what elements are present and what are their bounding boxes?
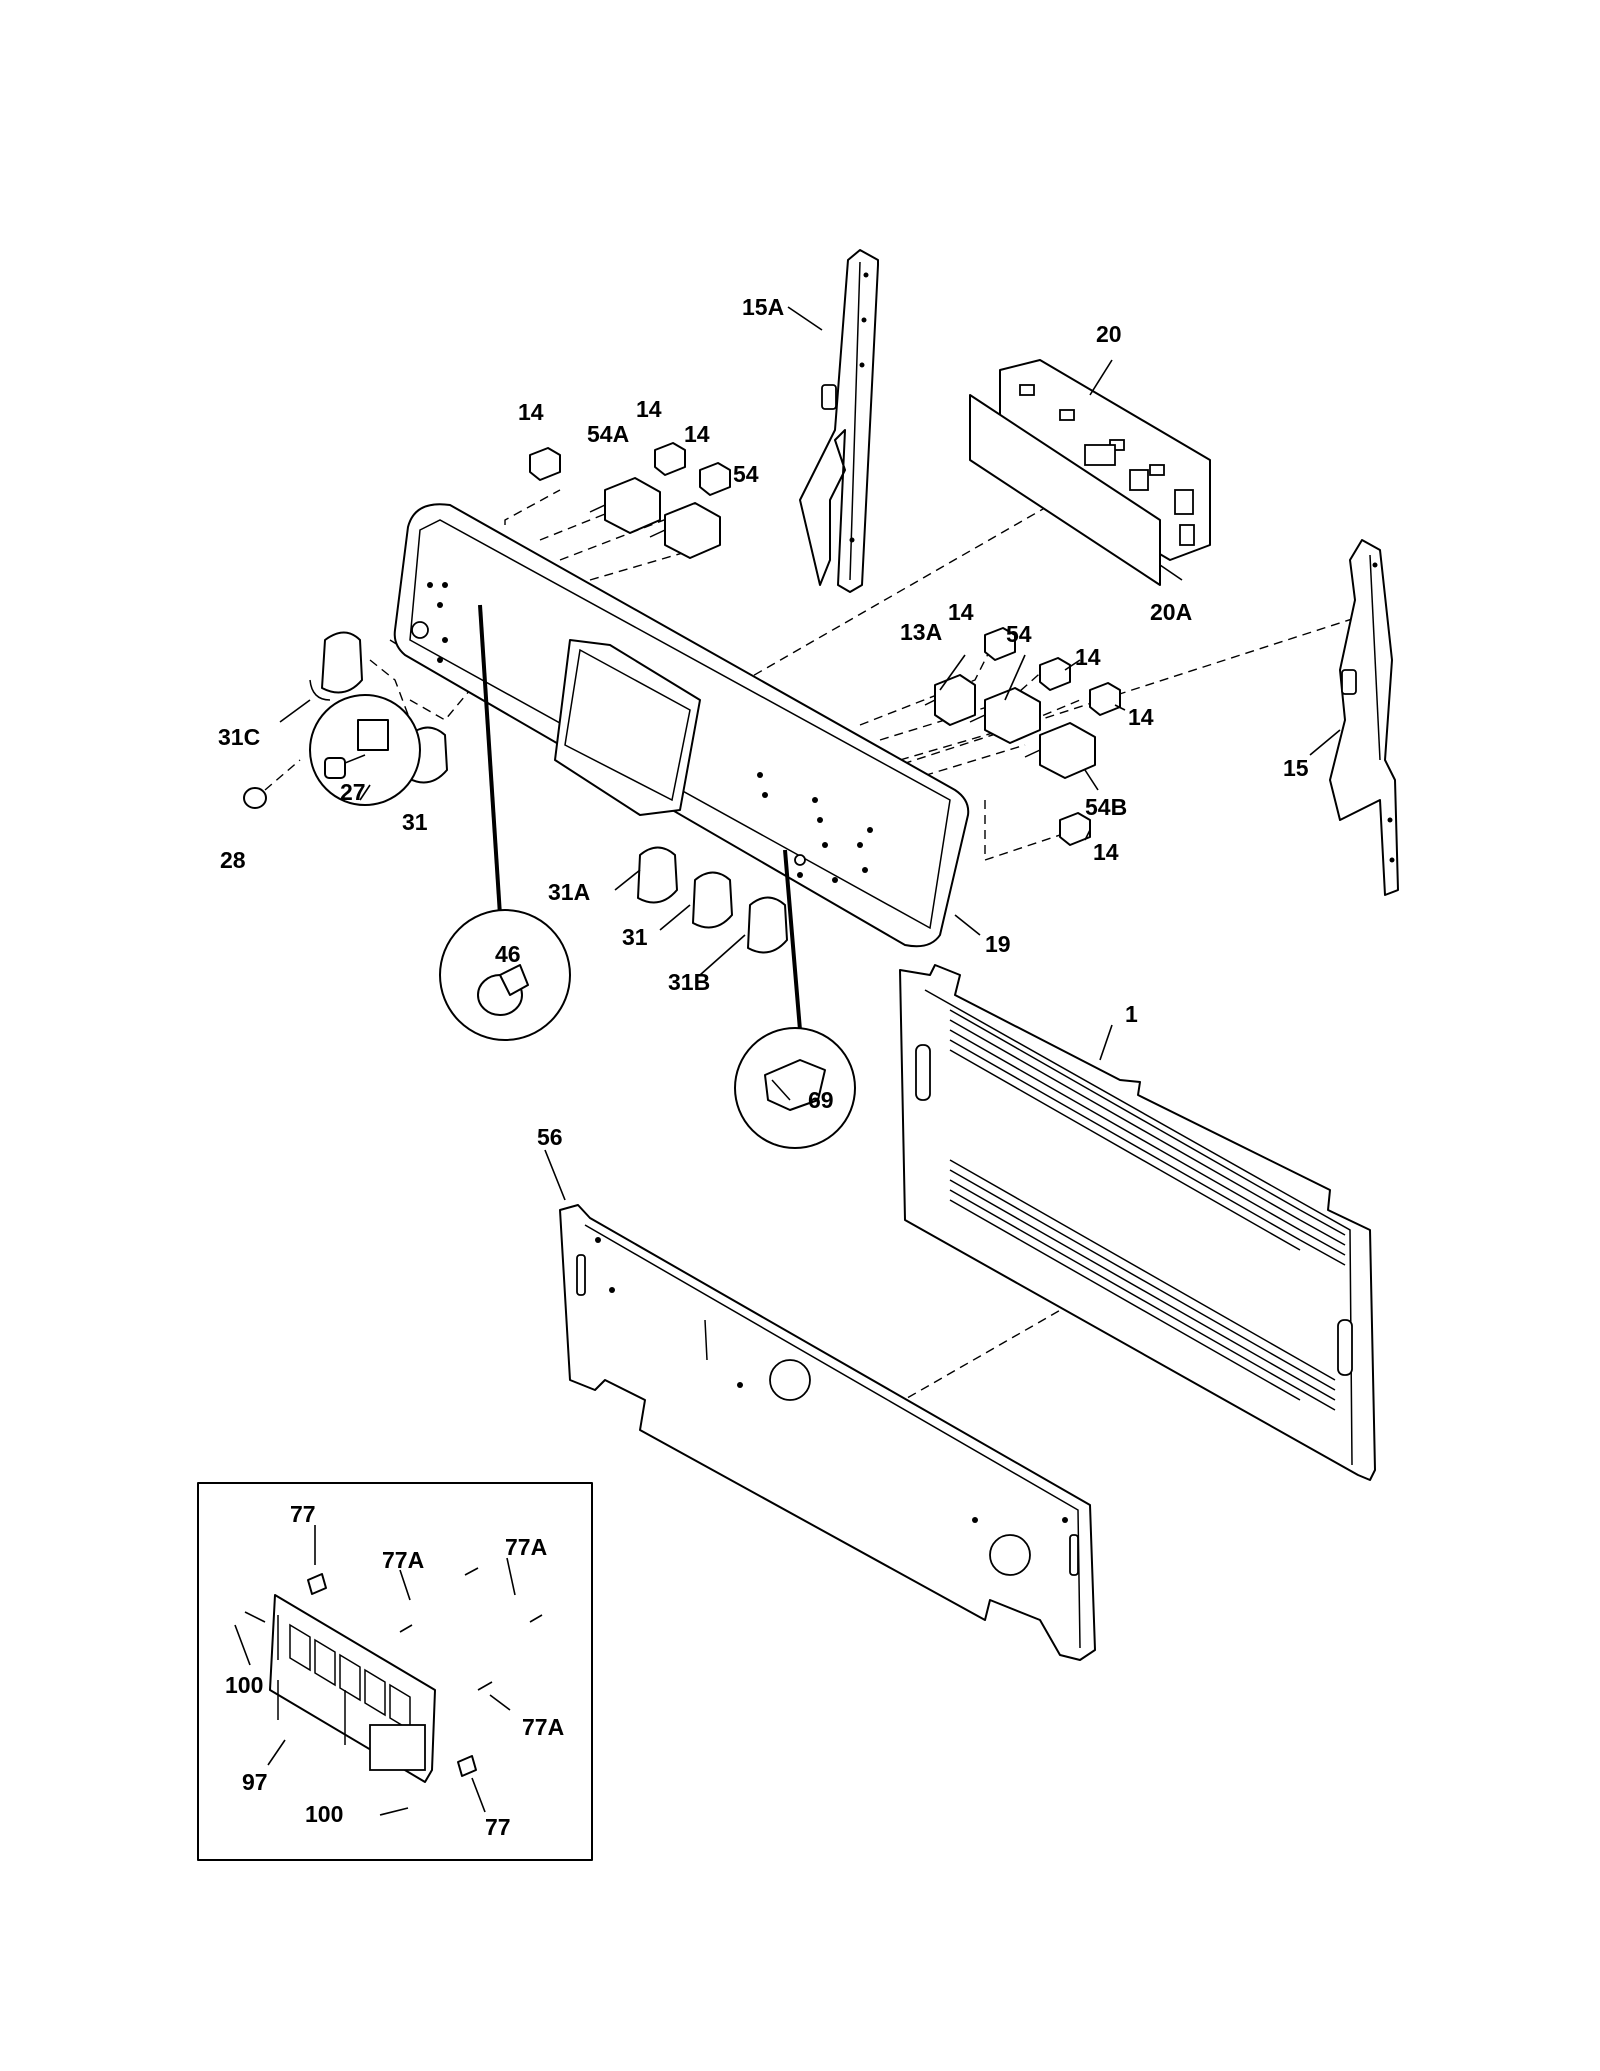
part-switches bbox=[529, 442, 1121, 846]
label-31C: 31C bbox=[218, 724, 260, 750]
label-77-a: 77 bbox=[290, 1501, 316, 1527]
label-14-f: 14 bbox=[1128, 704, 1154, 730]
label-19: 19 bbox=[985, 931, 1011, 957]
label-54A: 54A bbox=[587, 421, 629, 447]
label-54-b: 54 bbox=[1006, 621, 1032, 647]
label-20: 20 bbox=[1096, 321, 1122, 347]
label-14-a: 14 bbox=[518, 399, 544, 425]
label-14-e: 14 bbox=[1075, 644, 1101, 670]
label-56: 56 bbox=[537, 1124, 563, 1150]
leader-lines bbox=[234, 306, 1341, 1813]
label-14-c: 14 bbox=[684, 421, 710, 447]
label-69: 69 bbox=[808, 1087, 834, 1113]
label-77A-1: 77A bbox=[382, 1547, 424, 1573]
part-knobs bbox=[243, 631, 788, 954]
label-100-b: 100 bbox=[305, 1801, 343, 1827]
label-27: 27 bbox=[340, 779, 366, 805]
part-15-side-bracket bbox=[1329, 539, 1399, 896]
part-20-electronic-control bbox=[969, 359, 1211, 586]
label-1: 1 bbox=[1125, 1001, 1138, 1027]
part-56-lower-panel bbox=[559, 1204, 1096, 1661]
label-20A: 20A bbox=[1150, 599, 1192, 625]
label-54B: 54B bbox=[1085, 794, 1127, 820]
part-detail-callouts bbox=[439, 604, 856, 1149]
label-77-b: 77 bbox=[485, 1814, 511, 1840]
part-19-control-panel bbox=[393, 503, 970, 948]
label-15: 15 bbox=[1283, 755, 1309, 781]
label-31-b: 31 bbox=[622, 924, 648, 950]
label-31-a: 31 bbox=[402, 809, 428, 835]
label-77A-3: 77A bbox=[522, 1714, 564, 1740]
label-14-g: 14 bbox=[1093, 839, 1119, 865]
part-15A-side-bracket bbox=[799, 249, 879, 593]
label-15A: 15A bbox=[742, 294, 784, 320]
label-100-a: 100 bbox=[225, 1672, 263, 1698]
label-77A-2: 77A bbox=[505, 1534, 547, 1560]
label-46: 46 bbox=[495, 941, 521, 967]
label-14-d: 14 bbox=[948, 599, 974, 625]
part-1-back-panel bbox=[899, 964, 1376, 1481]
callout-labels: 15A 20 14 14 14 54A 54 20A 14 13A 54 14 … bbox=[218, 294, 1309, 1840]
vent-slots bbox=[949, 1009, 1346, 1411]
label-54-a: 54 bbox=[733, 461, 759, 487]
label-31B: 31B bbox=[668, 969, 710, 995]
label-31A: 31A bbox=[548, 879, 590, 905]
inset-box bbox=[197, 1482, 593, 1861]
label-14-b: 14 bbox=[636, 396, 662, 422]
label-13A: 13A bbox=[900, 619, 942, 645]
label-97: 97 bbox=[242, 1769, 268, 1795]
label-28: 28 bbox=[220, 847, 246, 873]
